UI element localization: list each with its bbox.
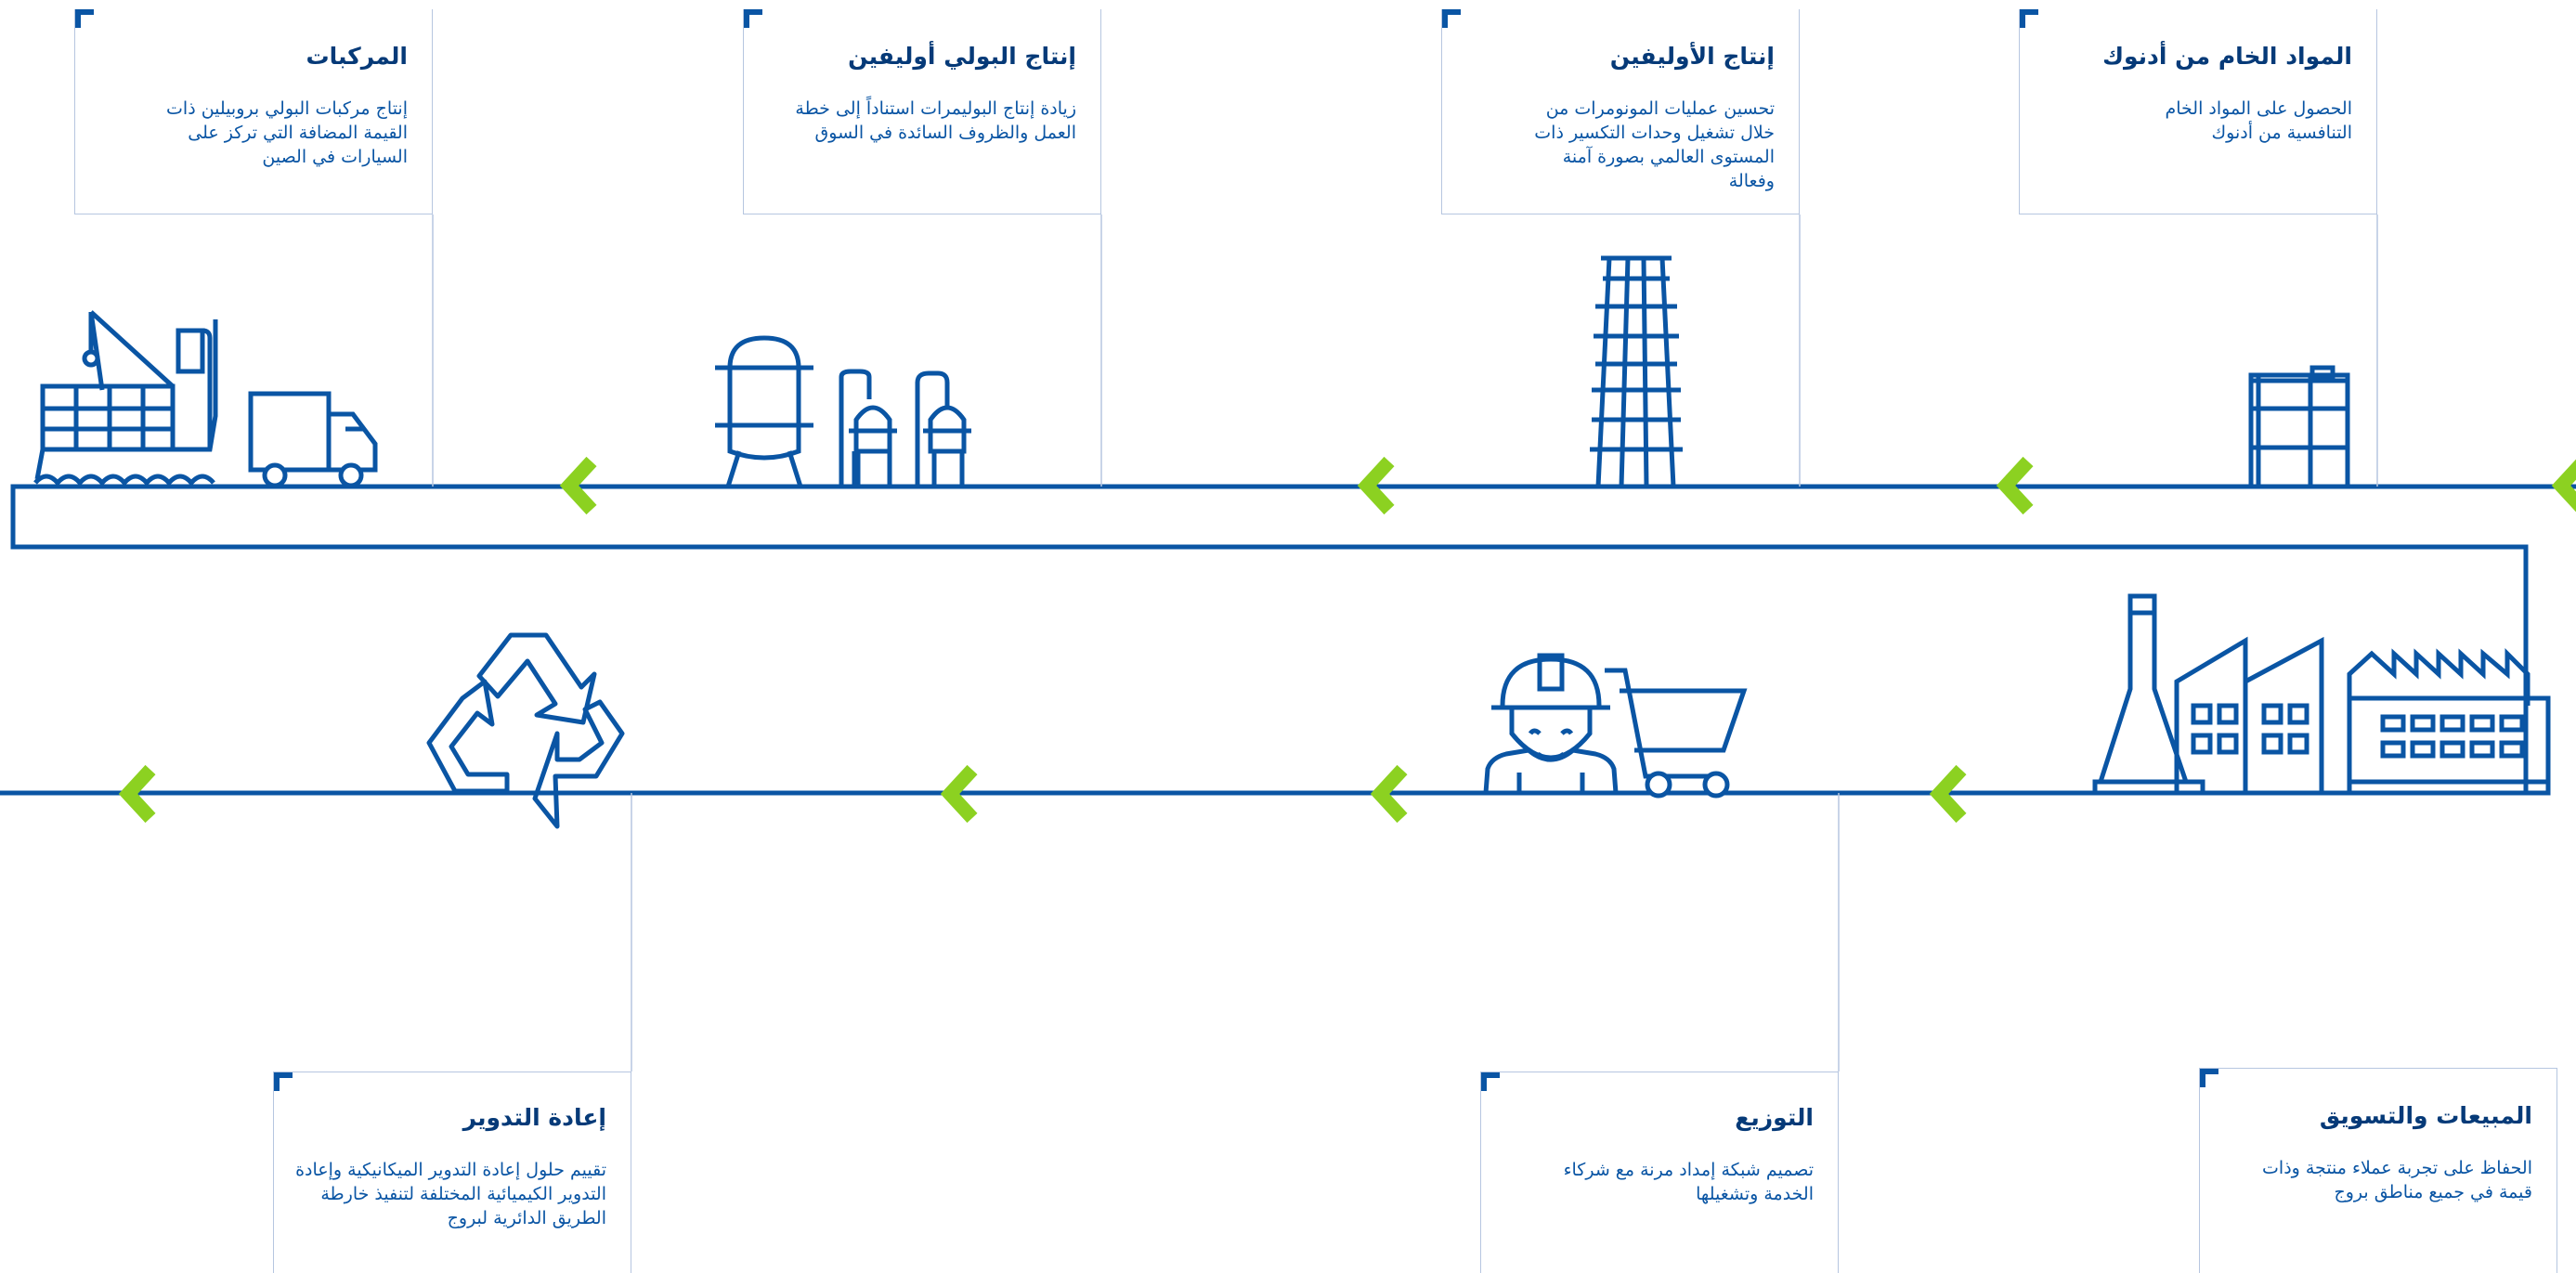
corner-marker — [2020, 9, 2038, 28]
stage-card-raw-materials: المواد الخام من أدنوك الحصول على المواد … — [2019, 9, 2377, 214]
stage-description: إنتاج مركبات البولي بروبيلين ذات القيمة … — [166, 98, 408, 167]
cracker-tower-icon — [1590, 255, 1683, 487]
stage-card-polyolefins: إنتاج البولي أوليفين زيادة إنتاج البوليم… — [743, 9, 1101, 214]
corner-marker — [1481, 1072, 1500, 1091]
arrow-8 — [118, 764, 156, 824]
stage-title: إعادة التدوير — [462, 1104, 606, 1131]
corner-marker — [274, 1072, 293, 1091]
stage-title: التوزيع — [1735, 1104, 1814, 1131]
arrow-5 — [1929, 764, 1967, 824]
stage-description: الحفاظ على تجربة عملاء منتجة وذات قيمة ف… — [2262, 1158, 2532, 1202]
stage-card-recycling: إعادة التدوير تقييم حلول إعادة التدوير ا… — [273, 1072, 631, 1273]
stage-description: تقييم حلول إعادة التدوير الميكانيكية وإع… — [295, 1160, 606, 1228]
flow-arrows — [118, 456, 2576, 824]
stage-title: المبيعات والتسويق — [2319, 1102, 2532, 1129]
worker-cart-icon — [1483, 653, 1748, 799]
oil-barrel-icon — [2248, 365, 2350, 489]
stage-title: المركبات — [306, 43, 408, 70]
arrow-1 — [2551, 459, 2576, 513]
stage-title: المواد الخام من أدنوك — [2102, 43, 2352, 70]
reactor-tanks-icon — [715, 335, 1040, 489]
stage-card-compounds: المركبات إنتاج مركبات البولي بروبيلين ذا… — [74, 9, 433, 214]
stage-description: تحسين عمليات المونومرات من خلال تشغيل وح… — [1534, 98, 1775, 191]
stage-description: تصميم شبكة إمداد مرنة مع شركاء الخدمة وت… — [1563, 1160, 1814, 1204]
arrow-4 — [559, 456, 597, 515]
stage-description: زيادة إنتاج البوليمرات استناداً إلى خطة … — [795, 98, 1076, 143]
corner-marker — [744, 9, 762, 28]
corner-marker — [75, 9, 94, 28]
flow-line — [0, 484, 2576, 796]
corner-marker — [2200, 1069, 2218, 1087]
recycle-icon — [426, 632, 625, 829]
stage-card-distribution: التوزيع تصميم شبكة إمداد مرنة مع شركاء ا… — [1480, 1072, 1839, 1273]
stage-title: إنتاج الأوليفين — [1609, 43, 1775, 70]
arrow-3 — [1357, 456, 1395, 515]
arrow-2 — [1996, 456, 2034, 515]
stage-title: إنتاج البولي أوليفين — [848, 43, 1076, 70]
arrow-6 — [1370, 764, 1408, 824]
stage-card-olefins: إنتاج الأوليفين تحسين عمليات المونومرات … — [1441, 9, 1800, 214]
stage-description: الحصول على المواد الخام التنافسية من أدن… — [2165, 98, 2352, 143]
arrow-7 — [940, 764, 978, 824]
stage-card-sales: المبيعات والتسويق الحفاظ على تجربة عملاء… — [2199, 1068, 2557, 1273]
ship-truck-icon — [33, 310, 378, 488]
corner-marker — [1442, 9, 1461, 28]
factory-icon — [2092, 593, 2551, 796]
